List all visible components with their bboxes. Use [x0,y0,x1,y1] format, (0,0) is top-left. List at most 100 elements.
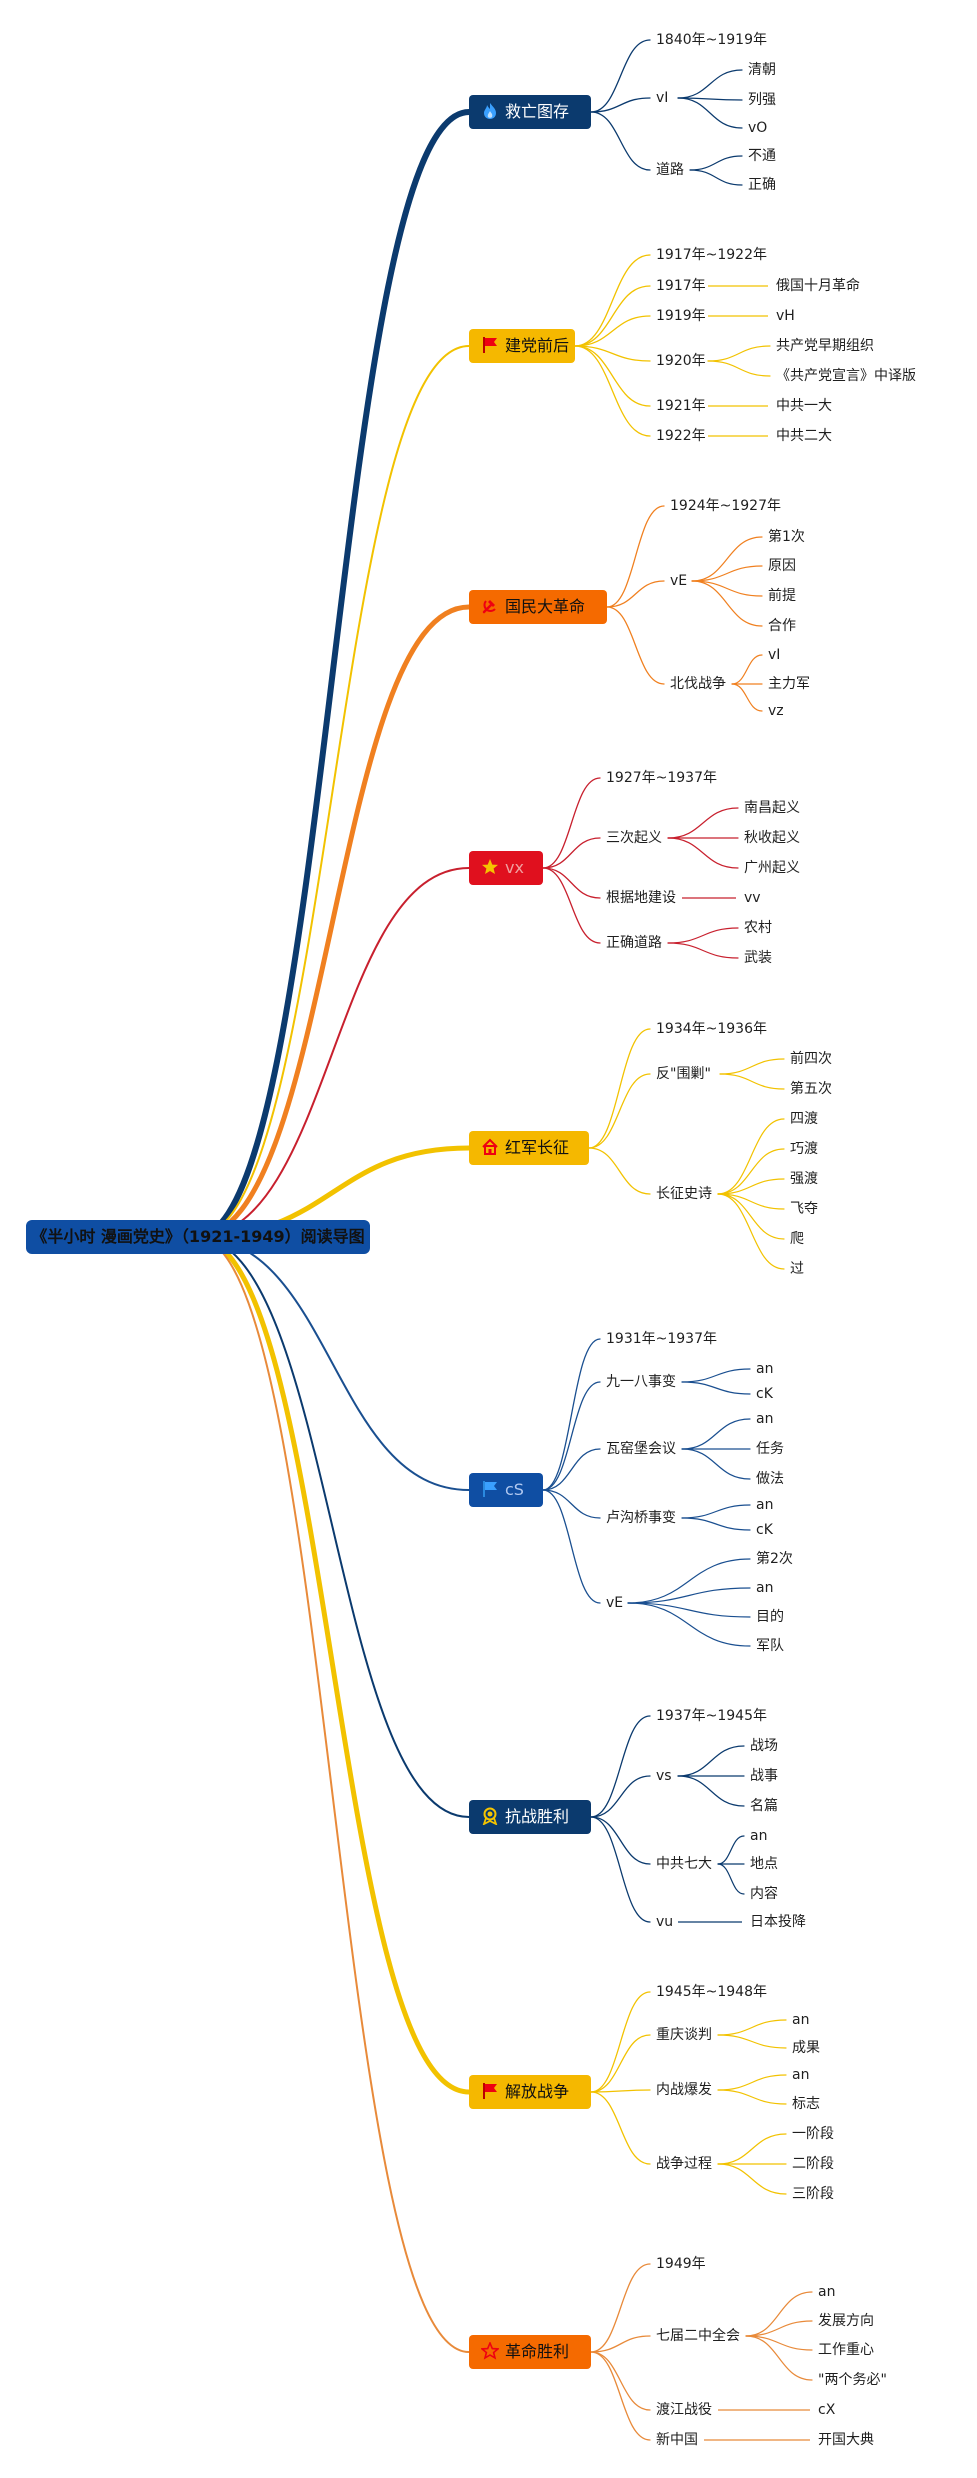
topic-l3[interactable]: 前四次 [790,1051,832,1067]
topic-l3[interactable]: 战场 [750,1738,778,1754]
topic-l3[interactable]: 三阶段 [792,2186,834,2202]
topic-l2[interactable]: 新中国 [656,2432,698,2448]
topic-l3[interactable]: 《共产党宣言》中译版 [776,368,916,384]
topic-l3[interactable]: an [756,1580,774,1596]
branch-topic-b1[interactable]: 救亡图存 [469,95,591,129]
topic-l3[interactable]: 爬 [790,1231,804,1247]
topic-l3[interactable]: 合作 [768,618,796,634]
branch-topic-b3[interactable]: 国民大革命 [469,590,607,624]
topic-l2[interactable]: 瓦窑堡会议 [606,1441,676,1457]
topic-l2[interactable]: vu [656,1914,674,1930]
topic-l2[interactable]: 1917年 [656,278,706,294]
topic-l3[interactable]: 前提 [768,588,796,604]
topic-l3[interactable]: 主力军 [768,676,810,692]
branch-topic-b2[interactable]: 建党前后 [469,329,575,363]
topic-l2[interactable]: 1949年 [656,2256,706,2272]
topic-l3[interactable]: 原因 [768,558,796,574]
topic-l3[interactable]: 开国大典 [818,2432,874,2448]
topic-l2[interactable]: 渡江战役 [656,2402,712,2418]
topic-l3[interactable]: 日本投降 [750,1914,806,1930]
topic-l3[interactable]: 军队 [756,1638,784,1654]
topic-l3[interactable]: 中共一大 [776,398,832,414]
topic-l3[interactable]: an [818,2284,836,2300]
topic-l2[interactable]: 七届二中全会 [656,2328,740,2344]
topic-l2[interactable]: 1934年~1936年 [656,1021,767,1037]
topic-l3[interactable]: an [750,1828,768,1844]
topic-l3[interactable]: 发展方向 [818,2313,874,2329]
topic-l3[interactable]: cK [756,1386,773,1402]
topic-l3[interactable]: 农村 [744,920,772,936]
topic-l2[interactable]: vE [670,573,688,589]
topic-l3[interactable]: 做法 [756,1471,784,1487]
topic-l3[interactable]: 不通 [748,148,776,164]
topic-l3[interactable]: an [756,1497,774,1513]
topic-l2[interactable]: 重庆谈判 [656,2027,712,2043]
topic-l2[interactable]: 战争过程 [656,2156,712,2172]
root-topic[interactable]: 《半小时 漫画党史》（1921-1949）阅读导图 [26,1220,370,1254]
topic-l2[interactable]: 1922年 [656,428,706,444]
topic-l3[interactable]: vI [768,647,781,663]
topic-l3[interactable]: 任务 [756,1441,784,1457]
topic-l3[interactable]: 中共二大 [776,428,832,444]
topic-l3[interactable]: an [792,2067,810,2083]
topic-l3[interactable]: "两个务必" [818,2372,887,2388]
topic-l3[interactable]: vv [744,890,761,906]
topic-l3[interactable]: 战事 [750,1768,778,1784]
topic-l2[interactable]: 三次起义 [606,830,662,846]
topic-l3[interactable]: 列强 [748,92,776,108]
topic-l2[interactable]: 1927年~1937年 [606,770,717,786]
topic-l3[interactable]: 一阶段 [792,2126,834,2142]
topic-l2[interactable]: 根据地建设 [606,890,676,906]
topic-l3[interactable]: 秋收起义 [744,830,800,846]
topic-l2[interactable]: 1945年~1948年 [656,1984,767,2000]
topic-l3[interactable]: 成果 [792,2040,820,2056]
topic-l2[interactable]: 1920年 [656,353,706,369]
topic-l3[interactable]: vH [776,308,795,324]
topic-l2[interactable]: vI [656,90,669,106]
topic-l3[interactable]: 俄国十月革命 [776,278,860,294]
topic-l3[interactable]: cK [756,1522,773,1538]
topic-l3[interactable]: an [756,1411,774,1427]
topic-l3[interactable]: 飞夺 [790,1201,818,1217]
topic-l3[interactable]: 标志 [792,2096,820,2112]
topic-l3[interactable]: 四渡 [790,1111,818,1127]
topic-l3[interactable]: 广州起义 [744,860,800,876]
topic-l2[interactable]: 1919年 [656,308,706,324]
topic-l3[interactable]: vz [768,703,784,719]
topic-l2[interactable]: 1931年~1937年 [606,1331,717,1347]
topic-l2[interactable]: 反"围剿" [656,1066,711,1082]
topic-l3[interactable]: 巧渡 [790,1141,818,1157]
topic-l2[interactable]: 1924年~1927年 [670,498,781,514]
topic-l3[interactable]: cX [818,2402,836,2418]
topic-l3[interactable]: 地点 [750,1856,778,1872]
topic-l3[interactable]: 正确 [748,177,776,193]
topic-l3[interactable]: 工作重心 [818,2342,874,2358]
topic-l2[interactable]: 卢沟桥事变 [606,1510,676,1526]
branch-topic-b7[interactable]: 抗战胜利 [469,1800,591,1834]
topic-l3[interactable]: 名篇 [750,1798,778,1814]
topic-l2[interactable]: vs [656,1768,672,1784]
topic-l3[interactable]: 内容 [750,1886,778,1902]
topic-l2[interactable]: 1840年~1919年 [656,32,767,48]
topic-l3[interactable]: 目的 [756,1609,784,1625]
branch-topic-b9[interactable]: 革命胜利 [469,2335,591,2369]
topic-l3[interactable]: 二阶段 [792,2156,834,2172]
topic-l2[interactable]: 1937年~1945年 [656,1708,767,1724]
topic-l2[interactable]: 1921年 [656,398,706,414]
topic-l2[interactable]: 中共七大 [656,1856,712,1872]
topic-l2[interactable]: 北伐战争 [670,676,726,692]
topic-l3[interactable]: 清朝 [748,62,776,78]
topic-l2[interactable]: vE [606,1595,624,1611]
topic-l2[interactable]: 内战爆发 [656,2082,712,2098]
topic-l2[interactable]: 1917年~1922年 [656,247,767,263]
topic-l2[interactable]: 道路 [656,162,684,178]
topic-l2[interactable]: 九一八事变 [606,1374,676,1390]
topic-l3[interactable]: 第五次 [790,1081,832,1097]
topic-l3[interactable]: 共产党早期组织 [776,338,874,354]
topic-l3[interactable]: an [756,1361,774,1377]
topic-l2[interactable]: 长征史诗 [656,1186,712,1202]
branch-topic-b5[interactable]: 红军长征 [469,1131,589,1165]
topic-l3[interactable]: vO [748,120,768,136]
branch-topic-b6[interactable]: cS [469,1473,543,1507]
topic-l3[interactable]: 南昌起义 [744,800,800,816]
